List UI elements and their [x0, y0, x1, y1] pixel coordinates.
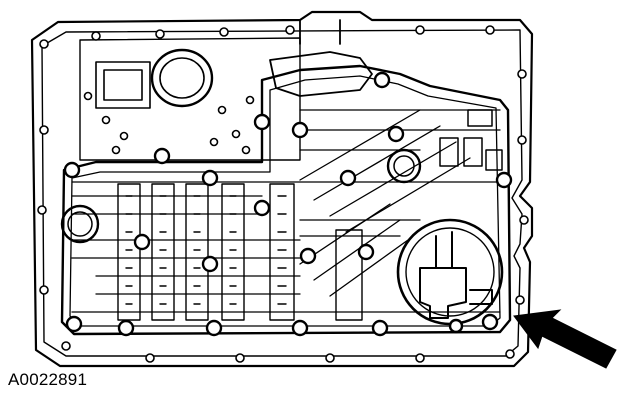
- right-ports: [439, 109, 503, 171]
- manual-linkage: [269, 19, 373, 97]
- gasket-inner-outline: [41, 29, 523, 357]
- valve-bores: [117, 183, 363, 321]
- gasket-holes: [37, 25, 529, 363]
- accumulator-pocket-inner: [405, 227, 495, 317]
- separator-plate-upper: [79, 37, 301, 161]
- left-port-circle: [60, 204, 100, 244]
- upper-left-pocket: [95, 61, 151, 109]
- accumulator-pocket: [396, 218, 504, 326]
- filter-neck-inner: [159, 57, 205, 99]
- center-port-inner: [393, 155, 415, 177]
- solenoid-body: [419, 231, 493, 319]
- fluid-passages: [71, 109, 501, 313]
- center-port-circle: [386, 148, 422, 184]
- valve-body-inner-edge: [69, 75, 501, 327]
- gasket-outline: [30, 10, 534, 368]
- pointer-arrow: [513, 309, 617, 369]
- filter-neck-circle: [150, 48, 214, 108]
- left-port-inner: [67, 211, 93, 237]
- valve-body-bolts: [63, 71, 513, 337]
- figure-reference-code: A0022891: [8, 370, 88, 389]
